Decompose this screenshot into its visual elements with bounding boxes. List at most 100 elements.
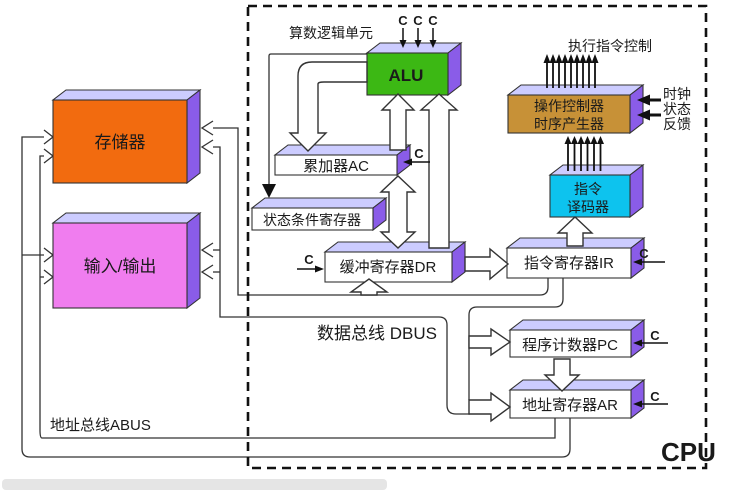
ar-front-face — [509, 389, 632, 419]
memory-left-arrowhead-2 — [43, 148, 55, 164]
memory-left-arrowhead-1 — [43, 129, 55, 145]
pc-c-arrow — [633, 339, 668, 347]
memory-right-arrowhead-2 — [200, 139, 214, 155]
dbus-label: 数据总线 DBUS — [317, 324, 437, 343]
cpu-label: CPU — [661, 437, 716, 467]
decoder-label-line2: 译码器 — [567, 199, 609, 215]
memory-right-arrowhead-1 — [200, 120, 214, 136]
dr-front-face — [324, 251, 453, 283]
pc-to-ar-arrow — [543, 358, 581, 392]
pc-c-label: C — [650, 328, 660, 343]
ar-c-arrow — [633, 400, 668, 408]
ac-front-face — [274, 154, 398, 176]
alu-status-line — [268, 53, 367, 184]
decoder-label-line1: 指令 — [574, 181, 602, 197]
io-top-face — [51, 212, 202, 224]
ir-pc-ar-line — [468, 278, 564, 400]
dr-c-arrow — [297, 265, 324, 273]
decoder-front-face — [549, 174, 631, 218]
controller-top-face — [506, 84, 645, 96]
decoder-top-face — [548, 164, 645, 176]
controller-output-arrows — [543, 54, 599, 88]
diagram-labels: 算数逻辑单元 执行指令控制 时钟 状态 反馈 数据总线 DBUS 地址总线ABU… — [50, 13, 716, 467]
io-left-arrowhead-1 — [43, 247, 55, 263]
memory-box: 存储器 — [51, 88, 202, 185]
status-front-face — [251, 207, 374, 231]
dr-to-alu-arrow — [419, 93, 459, 249]
exec-control-label: 执行指令控制 — [568, 38, 652, 54]
cpu-boundary — [246, 4, 708, 470]
ar-c-label: C — [650, 389, 660, 404]
controller-label-line1: 操作控制器 — [534, 98, 604, 114]
alu-to-ac-arrow — [288, 61, 368, 152]
dr-label: 缓冲寄存器DR — [340, 258, 437, 276]
memory-dr-ir-line — [213, 127, 549, 296]
decoder-box: 指令 译码器 — [548, 163, 645, 219]
alu-label: ALU — [389, 66, 424, 85]
ar-label: 地址寄存器AR — [522, 396, 618, 414]
control-signal-arrows — [543, 54, 661, 171]
alu-status-arrowhead — [262, 184, 276, 198]
controller-box: 操作控制器 时序产生器 — [506, 83, 645, 135]
ir-c-arrow — [633, 258, 665, 266]
to-ar-arrow — [468, 391, 512, 423]
abus-label: 地址总线ABUS — [50, 417, 151, 434]
bus-lines — [21, 53, 571, 458]
ar-box: 地址寄存器AR — [508, 378, 646, 420]
abus-outer-line — [21, 136, 571, 458]
alu-c-label-3: C — [428, 13, 438, 28]
ar-top-face — [508, 379, 646, 391]
ir-c-label: C — [639, 246, 649, 261]
io-left-arrowhead-2 — [43, 269, 55, 285]
status-register-box: 状态条件寄存器 — [250, 196, 388, 232]
controller-front-face — [507, 94, 631, 134]
feedback-label: 反馈 — [663, 116, 691, 132]
ac-label: 累加器AC — [303, 158, 369, 175]
dbus-line — [213, 146, 470, 415]
alu-top-face — [365, 42, 463, 54]
pc-front-face — [509, 329, 632, 358]
controller-label-line2: 时序产生器 — [534, 116, 604, 132]
dbus-to-dr-arrow — [348, 278, 390, 296]
block-arrows — [288, 61, 594, 423]
io-front-face — [52, 222, 188, 309]
dr-box: 缓冲寄存器DR — [323, 240, 467, 284]
c-control-arrows — [297, 28, 668, 408]
ac-c-label: C — [414, 146, 424, 161]
alu-c-arrows — [399, 28, 437, 48]
ac-to-alu-arrow — [380, 93, 416, 151]
pc-label: 程序计数器PC — [522, 337, 618, 354]
dr-c-label: C — [304, 252, 314, 267]
memory-top-face — [51, 89, 202, 101]
memory-front-face — [52, 99, 188, 184]
clock-input-arrows — [637, 94, 661, 121]
alu-c-label-2: C — [413, 13, 423, 28]
io-right-arrowhead-1 — [200, 242, 214, 258]
io-side-face — [186, 211, 201, 310]
io-right-arrowhead-2 — [200, 264, 214, 280]
alu-box: ALU — [365, 41, 463, 97]
memory-side-face — [186, 88, 201, 185]
ac-box: 累加器AC — [273, 143, 412, 177]
dr-to-ir-arrow — [464, 247, 510, 281]
ac-dr-double-arrow — [379, 175, 417, 249]
abus-inner-line — [39, 155, 556, 439]
clock-label: 时钟 — [663, 86, 691, 102]
io-label: 输入/输出 — [84, 257, 157, 276]
watermark-smudge — [2, 479, 387, 490]
alu-unit-label: 算数逻辑单元 — [289, 25, 373, 41]
io-box: 输入/输出 — [51, 211, 202, 310]
memory-label: 存储器 — [95, 133, 146, 152]
pc-top-face — [508, 319, 646, 331]
ir-label: 指令寄存器IR — [524, 254, 614, 272]
alu-c-label-1: C — [398, 13, 408, 28]
state-label: 状态 — [663, 101, 691, 117]
status-label: 状态条件寄存器 — [263, 212, 361, 228]
ac-c-arrow — [403, 158, 430, 166]
ir-to-decoder-arrow — [556, 216, 594, 247]
to-pc-arrow — [468, 327, 512, 357]
decoder-to-controller-arrows — [564, 136, 604, 171]
pc-box: 程序计数器PC — [508, 318, 646, 359]
